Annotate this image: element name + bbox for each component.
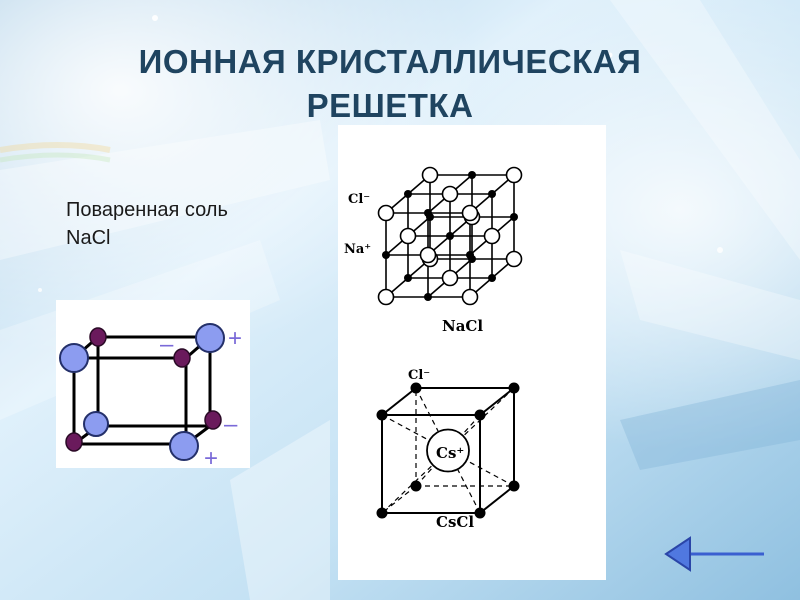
large-ion	[169, 431, 199, 461]
sodium-ion	[404, 190, 412, 198]
cube-edge	[381, 387, 417, 416]
small-ion	[65, 432, 83, 452]
small-ion	[204, 410, 222, 430]
cube-diagonal	[381, 414, 449, 452]
back-navigation-button[interactable]	[664, 536, 766, 572]
chloride-ion	[474, 507, 486, 519]
chloride-ion	[419, 246, 437, 264]
chloride-ion	[376, 507, 388, 519]
large-ion	[83, 411, 109, 437]
sodium-ion	[446, 232, 454, 240]
chloride-ion	[508, 480, 520, 492]
chloride-ion	[376, 409, 388, 421]
nacl-na-label: Na⁺	[344, 242, 371, 257]
large-ion	[195, 323, 225, 353]
chloride-ion	[399, 227, 417, 245]
sodium-ion	[404, 274, 412, 282]
chloride-ion	[474, 409, 486, 421]
cube-diagonal	[447, 449, 515, 487]
left-arrow-icon	[664, 536, 764, 572]
sodium-ion	[488, 190, 496, 198]
nacl-cl-label: Cl⁻	[348, 192, 370, 207]
cube-edge	[479, 387, 515, 416]
sodium-ion	[382, 251, 390, 259]
sodium-ion	[488, 274, 496, 282]
sodium-ion	[424, 293, 432, 301]
charge-minus-top: –	[160, 331, 174, 358]
charge-plus-top: +	[228, 325, 242, 352]
cube-diagonal	[381, 485, 417, 514]
chloride-ion	[461, 204, 479, 222]
nacl-caption: NaCl	[442, 317, 483, 335]
chloride-ion	[483, 227, 501, 245]
sodium-ion	[510, 213, 518, 221]
chloride-ion	[508, 382, 520, 394]
subtitle-line1: Поваренная соль	[66, 199, 228, 221]
cscl-lattice	[376, 382, 520, 519]
sodium-ion	[468, 171, 476, 179]
chloride-ion	[505, 166, 523, 184]
chloride-ion	[410, 382, 422, 394]
nacl-lattice	[377, 166, 523, 306]
small-ion	[89, 327, 107, 347]
cscl-cs-label: Cs⁺	[436, 444, 464, 462]
chloride-ion	[441, 185, 459, 203]
subtitle: Поваренная соль NaCl	[66, 196, 228, 252]
sodium-ion	[466, 251, 474, 259]
small-ion	[173, 348, 191, 368]
slide-title-line2: РЕШЕТКА	[306, 87, 474, 124]
slide-title: ИОННАЯ КРИСТАЛЛИЧЕСКАЯ РЕШЕТКА	[0, 40, 780, 128]
chloride-ion	[441, 269, 459, 287]
chloride-ion	[461, 288, 479, 306]
ion-lattice-model: + – – +	[56, 300, 250, 468]
sodium-ion	[424, 209, 432, 217]
chloride-ion	[410, 480, 422, 492]
large-ion	[59, 343, 89, 373]
cscl-cl-label: Cl⁻	[408, 368, 430, 383]
subtitle-line2: NaCl	[66, 227, 111, 249]
cscl-caption: CsCl	[436, 513, 474, 531]
chloride-ion	[505, 250, 523, 268]
cesium-ion	[426, 428, 470, 473]
chloride-ion	[377, 288, 395, 306]
cube-edge	[479, 485, 515, 514]
slide-title-line1: ИОННАЯ КРИСТАЛЛИЧЕСКАЯ	[138, 43, 642, 80]
charge-plus-bottom: +	[204, 445, 218, 468]
lattice-figure: Cl⁻ Na⁺ NaCl Cl⁻ Cs⁺ CsCl	[338, 125, 606, 580]
chloride-ion	[377, 204, 395, 222]
charge-minus-right: –	[224, 411, 238, 438]
chloride-ion	[421, 166, 439, 184]
